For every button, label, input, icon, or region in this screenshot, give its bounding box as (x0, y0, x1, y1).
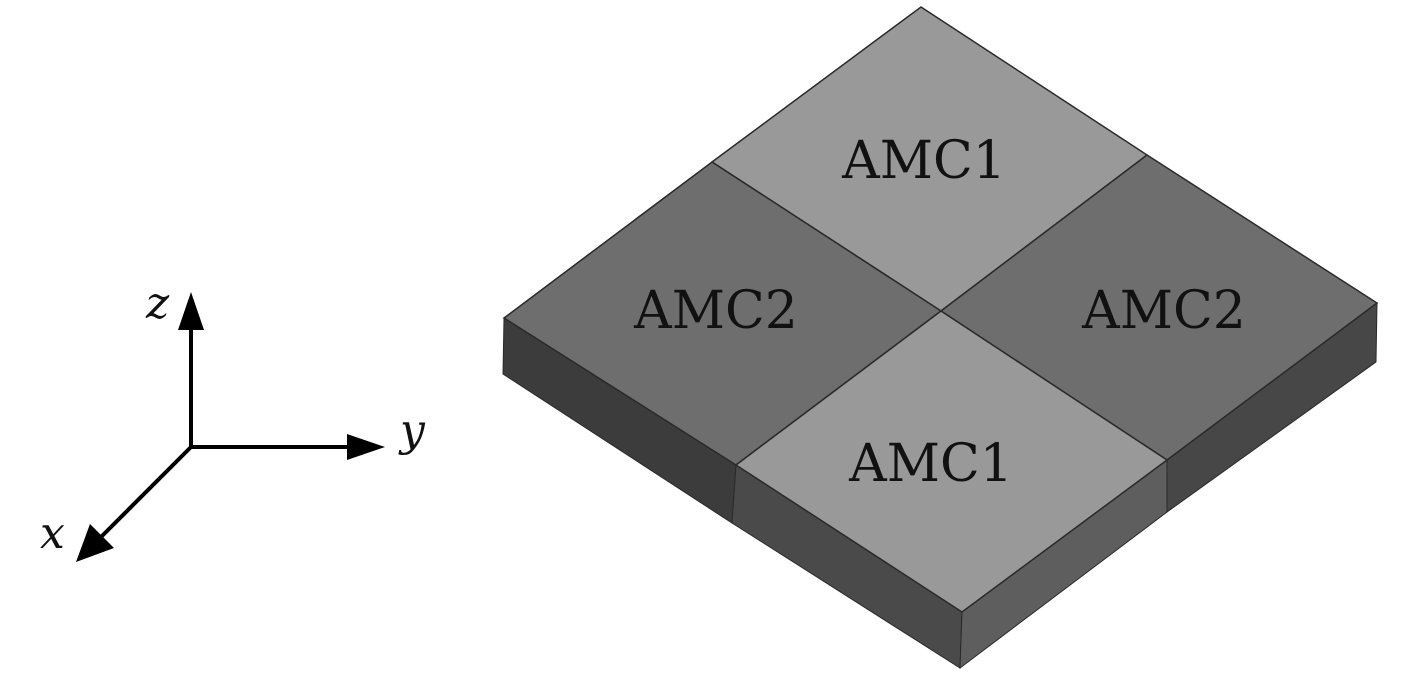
slab-sides (502, 301, 1378, 670)
tile-labels: AMC1 AMC2 AMC2 AMC1 (633, 131, 1246, 494)
label-top-amc1: AMC1 (841, 131, 1006, 191)
coordinate-axes: z y x (40, 278, 426, 562)
x-axis-line (96, 445, 193, 542)
label-right-amc2: AMC2 (1081, 281, 1246, 341)
z-axis-arrowhead (178, 292, 204, 330)
slab-top (502, 6, 1379, 613)
tile-bottom-amc1 (734, 310, 1169, 613)
y-axis-label: y (398, 405, 426, 456)
label-left-amc2: AMC2 (633, 281, 798, 341)
z-axis-label: z (145, 278, 170, 329)
label-bottom-amc1: AMC1 (848, 434, 1013, 494)
x-axis-label: x (40, 508, 65, 559)
x-axis-arrowhead (76, 524, 114, 562)
y-axis-arrowhead (347, 434, 385, 460)
